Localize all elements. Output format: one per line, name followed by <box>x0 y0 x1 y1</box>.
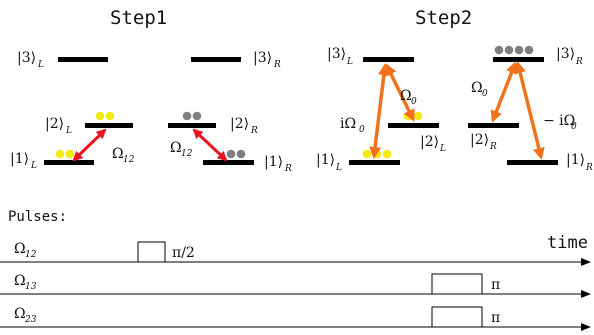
transition-arrow-step2-R-lower <box>514 61 545 160</box>
label-step1-L2: |2⟩ <box>45 116 64 132</box>
atom-gray <box>524 45 534 55</box>
coupling-step1-L-sub: 12 <box>123 155 135 165</box>
pulses-heading: Pulses: <box>8 209 67 225</box>
pulse-row-3-box <box>431 306 483 328</box>
label-step1-L3: |3⟩ <box>17 50 36 66</box>
title-step2: Step2 <box>415 7 472 29</box>
atom-yellow <box>362 149 372 159</box>
atom-yellow <box>413 111 423 121</box>
atom-yellow <box>65 149 75 159</box>
level-step1-R2 <box>168 123 216 128</box>
level-step1-L3 <box>58 57 108 62</box>
coupling-step2-L-upper-sub: 0 <box>411 97 417 107</box>
atom-gray <box>514 45 524 55</box>
level-step2-L2 <box>388 123 439 128</box>
label-step2-L3: |3⟩ <box>327 46 346 62</box>
label-step1-L2-sub: L <box>65 126 72 136</box>
label-step1-L3-sub: L <box>37 60 44 70</box>
pulse-row-3-name: Ω <box>14 306 26 322</box>
coupling-step2-R-lower: − iΩ <box>543 113 575 129</box>
level-step1-L2 <box>85 123 133 128</box>
pulse-row-2-sub: 13 <box>25 282 37 292</box>
atom-gray <box>226 149 236 159</box>
label-step2-L2-sub: L <box>439 144 446 154</box>
level-step2-L1 <box>349 160 400 165</box>
atom-yellow <box>382 149 392 159</box>
label-step1-L1: |1⟩ <box>10 151 29 167</box>
coupling-step1-L: Ω <box>112 146 124 162</box>
pulse-row-1-box <box>137 241 166 263</box>
label-step2-R1: |1⟩ <box>566 152 585 168</box>
label-step2-R3-sub: R <box>575 57 583 67</box>
label-step2-R2-sub: R <box>489 142 497 152</box>
atom-gray <box>182 111 192 121</box>
level-step1-R1 <box>203 160 254 165</box>
level-step2-R1 <box>507 160 558 165</box>
label-step1-R1: |1⟩ <box>264 154 283 170</box>
pulse-row-3-sub: 23 <box>24 315 37 325</box>
label-step2-R1-sub: R <box>585 163 593 173</box>
label-step1-R1-sub: R <box>284 164 292 174</box>
label-step2-L1: |1⟩ <box>316 152 335 168</box>
coupling-step2-R-upper: Ω <box>471 80 483 96</box>
label-step1-R2: |2⟩ <box>230 116 249 132</box>
coupling-step2-L-upper: Ω <box>400 88 412 104</box>
coupling-step2-R-lower-sub: 0 <box>571 122 577 132</box>
time-axis-label: time <box>547 233 588 253</box>
transition-arrow-step2-R-upper <box>490 61 518 123</box>
title-step1: Step1 <box>110 7 167 29</box>
atom-yellow <box>105 111 115 121</box>
pulse-row-3-label: π <box>491 310 500 326</box>
label-step2-R3: |3⟩ <box>556 46 575 62</box>
coupling-step1-R: Ω <box>170 140 182 156</box>
label-step2-L3-sub: L <box>346 57 353 67</box>
label-step1-R3: |3⟩ <box>253 50 272 66</box>
label-step2-L1-sub: L <box>335 163 342 173</box>
coupling-step1-R-sub: 12 <box>181 149 193 159</box>
level-step2-R2 <box>468 123 519 128</box>
level-step1-R3 <box>191 57 241 62</box>
atom-yellow <box>95 111 105 121</box>
coupling-step2-L-lower: iΩ <box>340 116 356 132</box>
label-step2-L2: |2⟩ <box>420 134 439 150</box>
transition-arrow-step1-L <box>72 128 107 162</box>
atom-gray <box>236 149 246 159</box>
coupling-step2-L-lower-sub: 0 <box>359 125 365 135</box>
label-step2-R2: |2⟩ <box>470 132 489 148</box>
pulse-row-2-box <box>431 273 483 295</box>
label-step1-R2-sub: R <box>250 126 258 136</box>
transition-arrow-step2-L-upper <box>385 63 415 122</box>
level-step1-L1 <box>44 160 94 165</box>
pulse-row-1-label: π/2 <box>172 245 195 261</box>
level-step2-R3 <box>493 57 544 62</box>
level-step2-L3 <box>363 57 414 62</box>
atom-gray <box>504 45 514 55</box>
transition-arrow-step2-L-lower <box>369 63 390 159</box>
atom-gray <box>192 111 202 121</box>
pulse-row-1-sub: 12 <box>25 250 37 260</box>
pulse-row-1-name: Ω <box>14 241 26 257</box>
label-step1-L1-sub: L <box>30 161 37 171</box>
coupling-step2-R-upper-sub: 0 <box>482 89 488 99</box>
label-step1-R3-sub: R <box>273 60 281 70</box>
pulse-row-2-label: π <box>491 277 500 293</box>
transition-arrow-step1-R <box>192 128 228 162</box>
atom-gray <box>494 45 504 55</box>
pulse-row-2-name: Ω <box>14 273 26 289</box>
atom-yellow <box>55 149 65 159</box>
